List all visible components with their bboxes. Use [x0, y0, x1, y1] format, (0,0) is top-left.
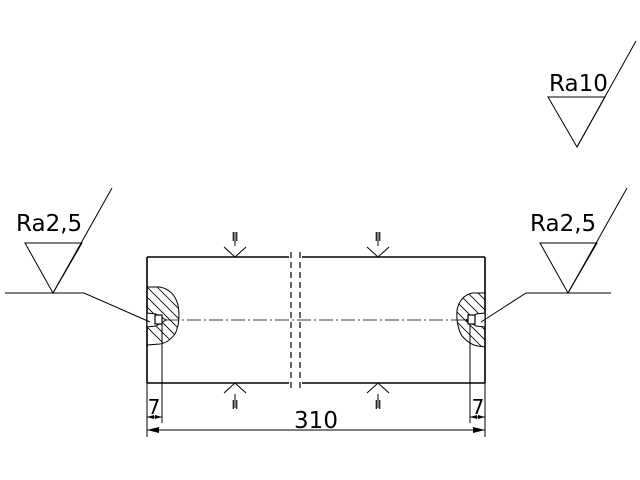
overall-length-value: 310 — [294, 408, 338, 434]
lay-mark-top-left-label: II — [231, 230, 238, 244]
roughness-general-label: Ra10 — [549, 71, 608, 97]
center-hole-right-value: 7 — [472, 395, 485, 419]
dimension-overall-length: 310 — [146, 383, 486, 437]
lay-mark-top-left: II — [223, 230, 247, 258]
roughness-right-label: Ra2,5 — [530, 211, 596, 237]
lay-mark-bottom-right: II — [366, 382, 390, 412]
dimension-center-hole-left: 7 — [147, 324, 163, 423]
lay-mark-bottom-left: II — [223, 382, 247, 412]
shaft-outline — [146, 256, 486, 384]
lay-mark-bottom-left-label: II — [231, 398, 238, 412]
dimension-center-hole-right: 7 — [469, 324, 485, 423]
lay-mark-top-right-label: II — [374, 230, 381, 244]
roughness-left-label: Ra2,5 — [16, 211, 82, 237]
lay-mark-bottom-right-label: II — [374, 398, 381, 412]
lay-mark-top-right: II — [366, 230, 390, 258]
roughness-symbol-left: Ra2,5 — [5, 187, 151, 323]
roughness-symbol-right: Ra2,5 — [480, 187, 628, 323]
center-hole-left-value: 7 — [148, 395, 161, 419]
roughness-symbol-general: Ra10 — [547, 40, 637, 149]
break-lines — [290, 252, 301, 390]
